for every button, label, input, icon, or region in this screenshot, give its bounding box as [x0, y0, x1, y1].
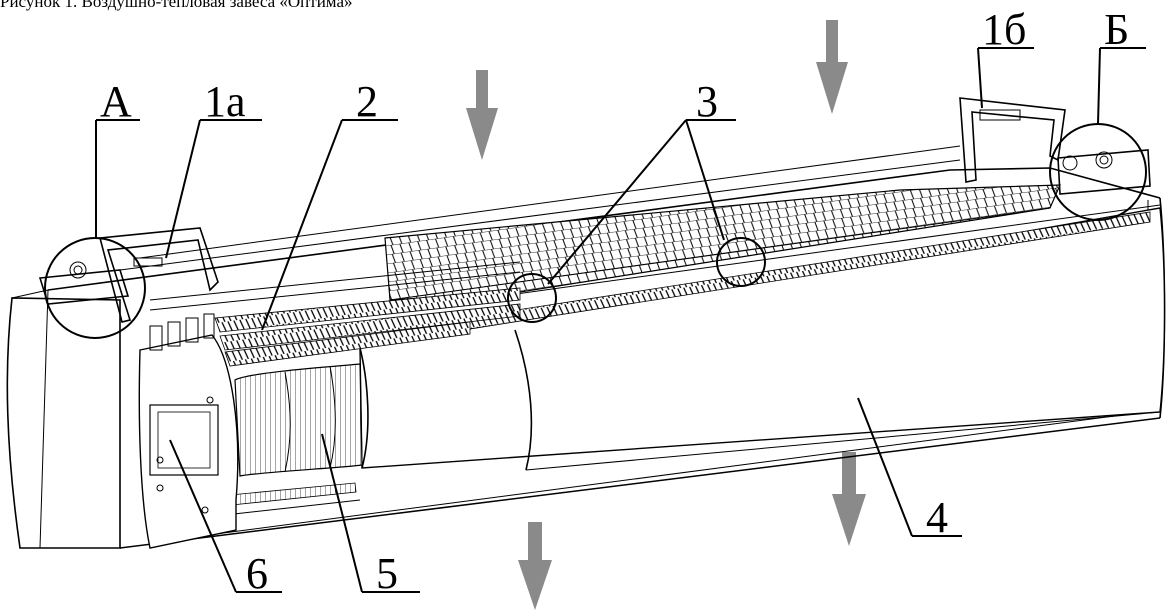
callout-1a: 1а: [204, 77, 246, 126]
heating-coils: [149, 261, 521, 367]
callout-a: А: [100, 77, 132, 126]
callout-3: 3: [696, 77, 718, 126]
airflow-in-arrow: [816, 20, 848, 114]
side-plate: [138, 313, 239, 549]
airflow-out-arrow: [518, 522, 552, 610]
callout-b: Б: [1104, 5, 1129, 54]
heater-grid: [384, 184, 1161, 337]
airflow-in-arrow: [466, 70, 498, 160]
figure-caption: Рисунок 1. Воздушно-тепловая завеса «Опт…: [0, 0, 353, 11]
detail-circle-3-left: [507, 273, 557, 323]
callout-1b: 1б: [982, 5, 1026, 54]
bracket-1a: [98, 227, 219, 323]
fan-rotor: [234, 363, 363, 477]
left-end-cap: [6, 289, 121, 549]
callout-6: 6: [246, 549, 268, 598]
detail-circle-3-right: [716, 237, 766, 287]
callout-4: 4: [926, 493, 948, 542]
bracket-1b: [959, 97, 1066, 183]
junction-box-b: [1057, 149, 1151, 195]
airflow-out-arrow: [832, 452, 866, 546]
callout-5: 5: [376, 549, 398, 598]
bottom-grille: [224, 482, 361, 516]
leader-lines: [95, 47, 1146, 593]
junction-box-a: [38, 261, 130, 305]
front-panel: [359, 207, 1166, 471]
callout-2: 2: [356, 77, 378, 126]
